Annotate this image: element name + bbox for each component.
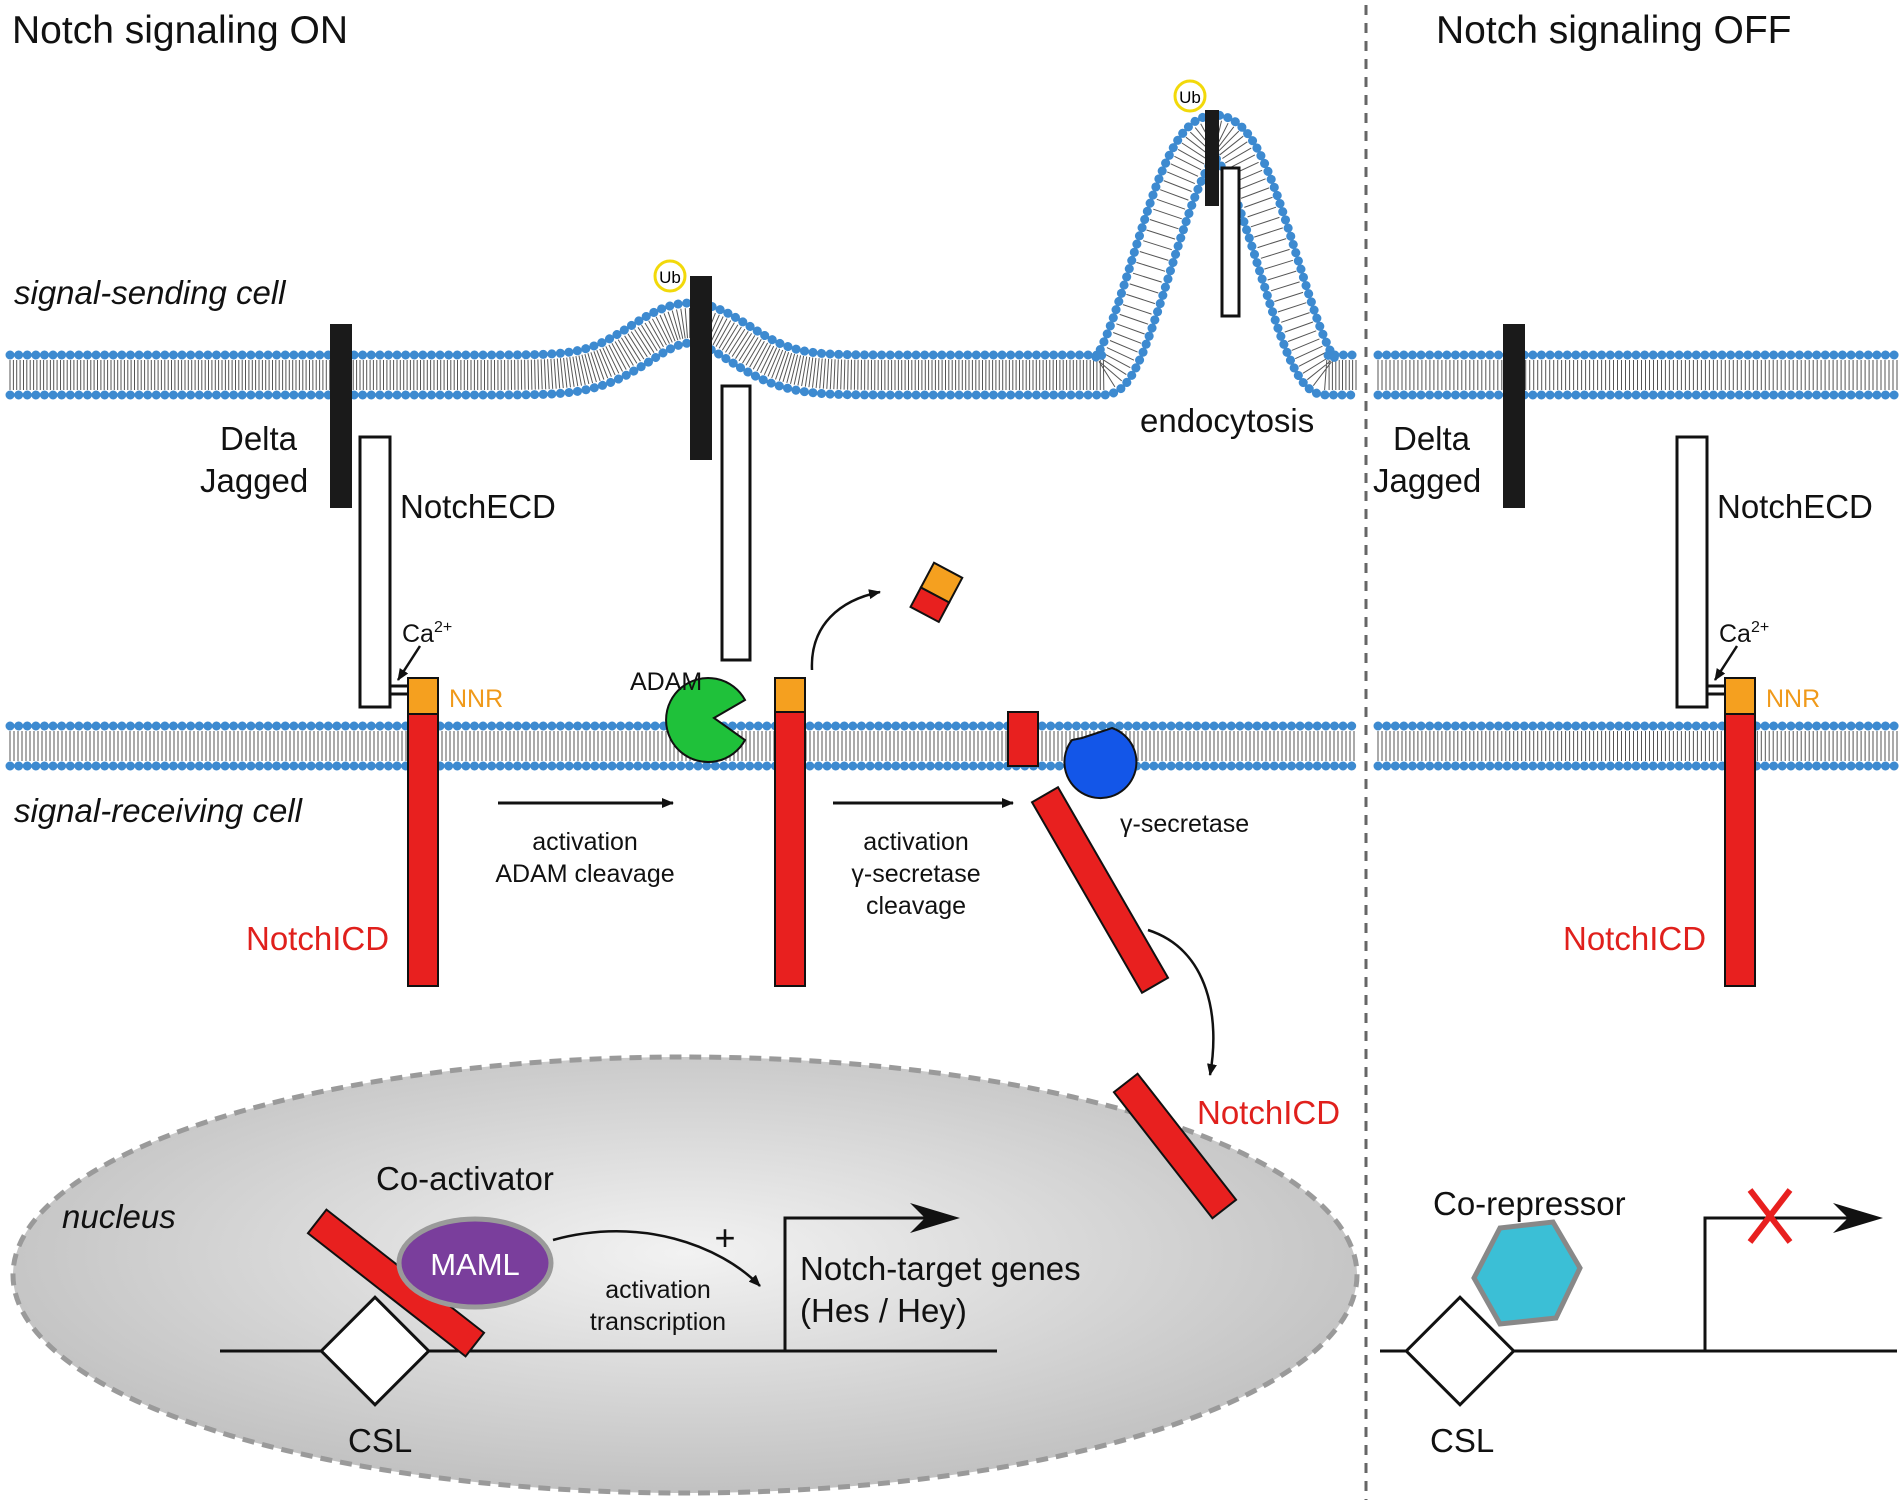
co-activator-label: Co-activator [376, 1160, 554, 1197]
calcium-label-off: Ca2+ [1719, 619, 1769, 648]
delta-endocytosed [1205, 110, 1219, 206]
membrane-receiving-off [1373, 721, 1902, 771]
co-repressor-hexagon [1471, 1219, 1583, 1327]
target-genes-line1: Notch-target genes [800, 1250, 1081, 1287]
notch-icd-label-1: NotchICD [246, 920, 389, 957]
adam-label: ADAM [630, 668, 702, 696]
notch-icd-off [1724, 713, 1756, 987]
transcription-line2: transcription [590, 1308, 726, 1336]
ub-tag-endocytosis [1173, 79, 1207, 113]
nnr-label-1: NNR [449, 685, 503, 713]
signal-sending-cell-label: signal-sending cell [14, 274, 287, 311]
ub-tag-2 [653, 259, 687, 293]
delta-label-1: Delta [220, 420, 298, 457]
maml-coactivator [396, 1216, 554, 1310]
tss-arrowhead-off [1833, 1203, 1883, 1233]
delta-ligand-off [1503, 324, 1525, 508]
notch-icd-label-nuclear: NotchICD [1197, 1094, 1340, 1131]
notch-icd-label-off: NotchICD [1563, 920, 1706, 957]
ub-label-2: Ub [659, 268, 681, 287]
step1-line1: activation [532, 828, 638, 856]
delta-label-off: Delta [1393, 420, 1471, 457]
notch-ecd-2 [720, 384, 752, 662]
endocytosis-label: endocytosis [1140, 402, 1314, 439]
tss-arrow-on [783, 1216, 955, 1351]
adam-protease [665, 677, 747, 763]
notch-tm-stub [1007, 711, 1039, 767]
csl-factor-off [1404, 1295, 1516, 1407]
jagged-label-off: Jagged [1373, 462, 1481, 499]
gamma-secretase [1063, 726, 1138, 800]
tss-arrowhead-on [910, 1203, 960, 1233]
maml-label: MAML [430, 1247, 520, 1282]
tss-arrow-off [1703, 1216, 1870, 1351]
notch-icd-1 [407, 713, 439, 987]
step2-line2: γ-secretase [851, 860, 980, 888]
delta-ligand-1 [330, 324, 352, 508]
delta-ligand-2 [690, 276, 712, 460]
gamma-secretase-label: γ-secretase [1120, 810, 1249, 838]
notch-ecd-label-1: NotchECD [400, 488, 556, 525]
notch-ecd-1 [358, 435, 392, 709]
calcium-arrow-off [1713, 645, 1739, 681]
released-notch-icd [1030, 785, 1170, 995]
step1-line2: ADAM cleavage [495, 860, 674, 888]
calcium-arrow-1 [396, 645, 422, 681]
target-genes-line2: (Hes / Hey) [800, 1292, 967, 1329]
notch-icd-2 [774, 711, 806, 987]
membrane-sending-off [1373, 350, 1902, 400]
ub-label-endocytosis: Ub [1179, 88, 1201, 107]
x-mark-icon [1747, 1188, 1793, 1244]
step2-line1: activation [863, 828, 969, 856]
notch-ecd-endocytosed [1220, 166, 1241, 318]
plus-sign: + [714, 1217, 735, 1258]
nucleus-label: nucleus [62, 1198, 176, 1235]
off-panel: Delta Jagged NotchECD Ca2+ NNR NotchICD … [1373, 324, 1897, 1459]
panel-title-on: Notch signaling ON [12, 9, 348, 52]
csl-factor-on [319, 1295, 431, 1407]
nuclear-activation: CSL MAML Co-activator + activation trans… [220, 1160, 1081, 1459]
stage2-adam-cleavage: Ub ADAM [630, 259, 964, 987]
membrane-sending-on [5, 110, 1361, 400]
stage1-ligand-receptor: Delta Jagged NotchECD Ca2+ NNR NotchICD [200, 324, 556, 987]
signal-receiving-cell-label: signal-receiving cell [14, 792, 304, 829]
step2-line3: cleavage [866, 892, 966, 920]
endocytosis-contents: Ub endocytosis [1140, 79, 1314, 439]
jagged-label-1: Jagged [200, 462, 308, 499]
stage3-gamma-cleavage: γ-secretase NotchICD [1007, 711, 1340, 1220]
notch-ecd-off [1675, 435, 1709, 709]
transcription-arrow [552, 1230, 761, 1287]
nnr-label-off: NNR [1766, 685, 1820, 713]
nucleus-envelope [10, 1054, 1360, 1496]
panel-title-off: Notch signaling OFF [1436, 9, 1791, 52]
csl-label-on: CSL [348, 1422, 412, 1459]
nuclear-notch-icd [1112, 1072, 1238, 1220]
nnr-domain-1 [407, 677, 439, 715]
nnr-domain-off [1724, 677, 1756, 715]
csl-label-off: CSL [1430, 1422, 1494, 1459]
transcription-line1: activation [605, 1276, 711, 1304]
shed-arrow [810, 589, 881, 671]
notch-ecd-label-off: NotchECD [1717, 488, 1873, 525]
calcium-label-1: Ca2+ [402, 619, 452, 648]
translocation-arrow [1147, 928, 1217, 1076]
shed-fragment [909, 561, 964, 624]
co-repressor-label: Co-repressor [1433, 1185, 1626, 1222]
nnr-domain-2 [774, 677, 806, 713]
